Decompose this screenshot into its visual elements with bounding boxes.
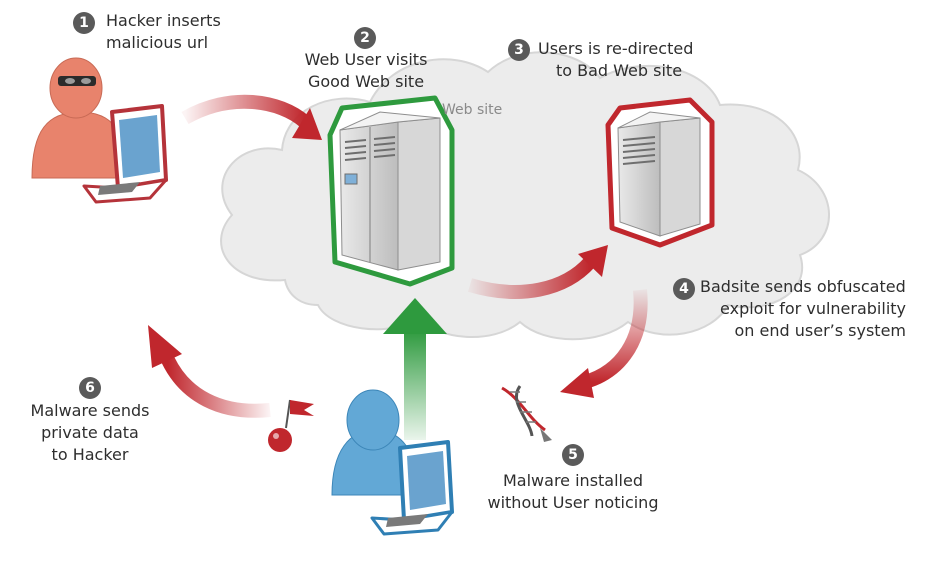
hacker-laptop-icon <box>82 104 168 204</box>
step-number-badge: 4 <box>673 278 695 300</box>
arrow-badsite-to-user <box>560 289 648 398</box>
user-figure-icon <box>331 389 421 496</box>
step-number-badge: 2 <box>354 27 376 49</box>
bad-web-server-icon <box>605 97 715 248</box>
label-line: Badsite sends obfuscated <box>700 277 906 296</box>
label-line: to Hacker <box>51 445 129 464</box>
malware-bomb-icon <box>268 399 314 452</box>
website-label: Web site <box>442 102 503 118</box>
label-line: without User noticing <box>487 493 659 512</box>
label-line: Malware sends <box>30 401 150 420</box>
hacker-figure-icon <box>31 57 129 179</box>
arrow-hacker-to-website <box>181 94 322 140</box>
step-number-badge: 5 <box>562 444 584 466</box>
step-number-badge: 6 <box>79 377 101 399</box>
arrow-user-to-website <box>383 298 447 440</box>
label-line: malicious url <box>106 33 209 52</box>
step-number-badge: 1 <box>73 12 95 34</box>
label-line: private data <box>41 423 139 442</box>
arrow-malware-to-hacker <box>148 325 271 418</box>
step-2-label: Web User visits Good Web site <box>290 49 442 93</box>
arrow-website-to-badsite <box>467 245 608 299</box>
malware-dna-icon <box>501 385 552 442</box>
step-1-label: Hacker inserts malicious url <box>106 10 221 54</box>
step-6-label: Malware sends private data to Hacker <box>22 400 158 466</box>
label-line: on end user’s system <box>734 321 907 340</box>
step-number-badge: 3 <box>508 39 530 61</box>
label-line: to Bad Web site <box>556 61 683 80</box>
user-laptop-icon <box>370 440 454 536</box>
label-line: exploit for vulnerability <box>720 299 906 318</box>
label-line: Hacker inserts <box>106 11 221 30</box>
step-4-label: Badsite sends obfuscated exploit for vul… <box>700 276 906 342</box>
label-line: Web User visits <box>304 50 428 69</box>
good-web-server-icon <box>327 95 455 287</box>
label-line: Malware installed <box>503 471 643 490</box>
step-5-label: Malware installed without User noticing <box>480 470 666 514</box>
step-3-label: Users is re-directed to Bad Web site <box>538 38 693 82</box>
label-line: Users is re-directed <box>538 39 694 58</box>
label-line: Good Web site <box>307 72 425 91</box>
